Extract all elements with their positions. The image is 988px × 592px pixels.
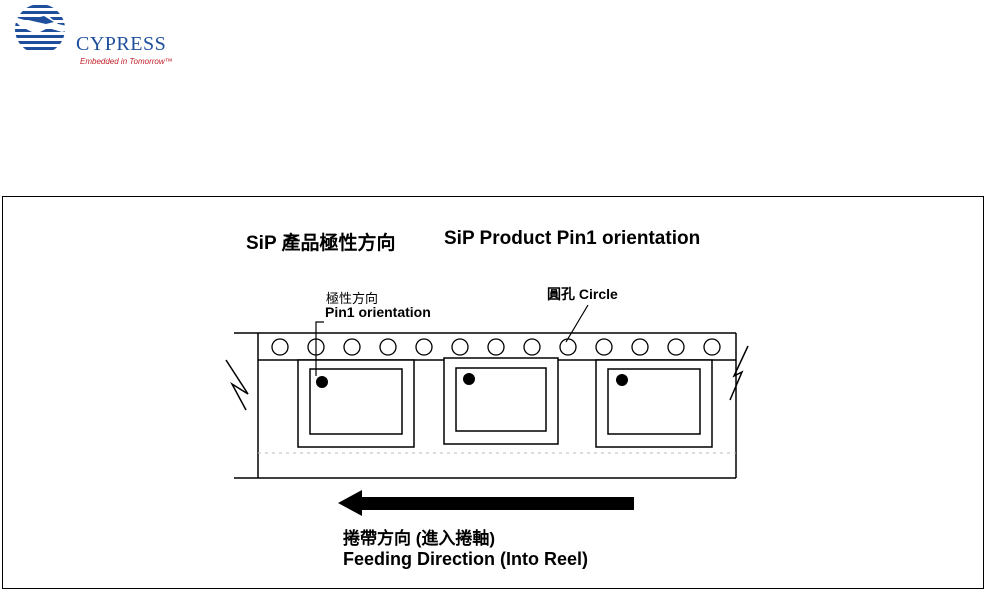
sprocket-hole bbox=[704, 339, 720, 355]
pin1-label-en: Pin1 orientation bbox=[325, 304, 431, 320]
pin1-dot-3 bbox=[616, 374, 628, 386]
sprocket-hole bbox=[416, 339, 432, 355]
pin1-dot-2 bbox=[463, 373, 475, 385]
sprocket-hole bbox=[596, 339, 612, 355]
diagram-title-zh: SiP 產品極性方向 bbox=[246, 228, 396, 255]
tape-right-break bbox=[730, 346, 748, 400]
feeding-direction-zh: 捲帶方向 (進入捲軸) bbox=[343, 524, 495, 549]
sprocket-hole bbox=[344, 339, 360, 355]
circle-leader-line bbox=[566, 305, 588, 342]
sprocket-hole bbox=[272, 339, 288, 355]
sprocket-hole bbox=[488, 339, 504, 355]
feeding-direction-en: Feeding Direction (Into Reel) bbox=[343, 549, 588, 570]
pin1-dot-1 bbox=[316, 376, 328, 388]
sprocket-hole bbox=[452, 339, 468, 355]
sprocket-hole bbox=[560, 339, 576, 355]
feeding-arrow bbox=[338, 490, 634, 516]
diagram-title-en: SiP Product Pin1 orientation bbox=[444, 228, 700, 250]
sprocket-hole bbox=[380, 339, 396, 355]
sprocket-hole bbox=[668, 339, 684, 355]
circle-label: 圓孔 Circle bbox=[547, 284, 618, 304]
sprocket-hole bbox=[632, 339, 648, 355]
sprocket-hole bbox=[524, 339, 540, 355]
tape-left-break bbox=[226, 360, 248, 410]
